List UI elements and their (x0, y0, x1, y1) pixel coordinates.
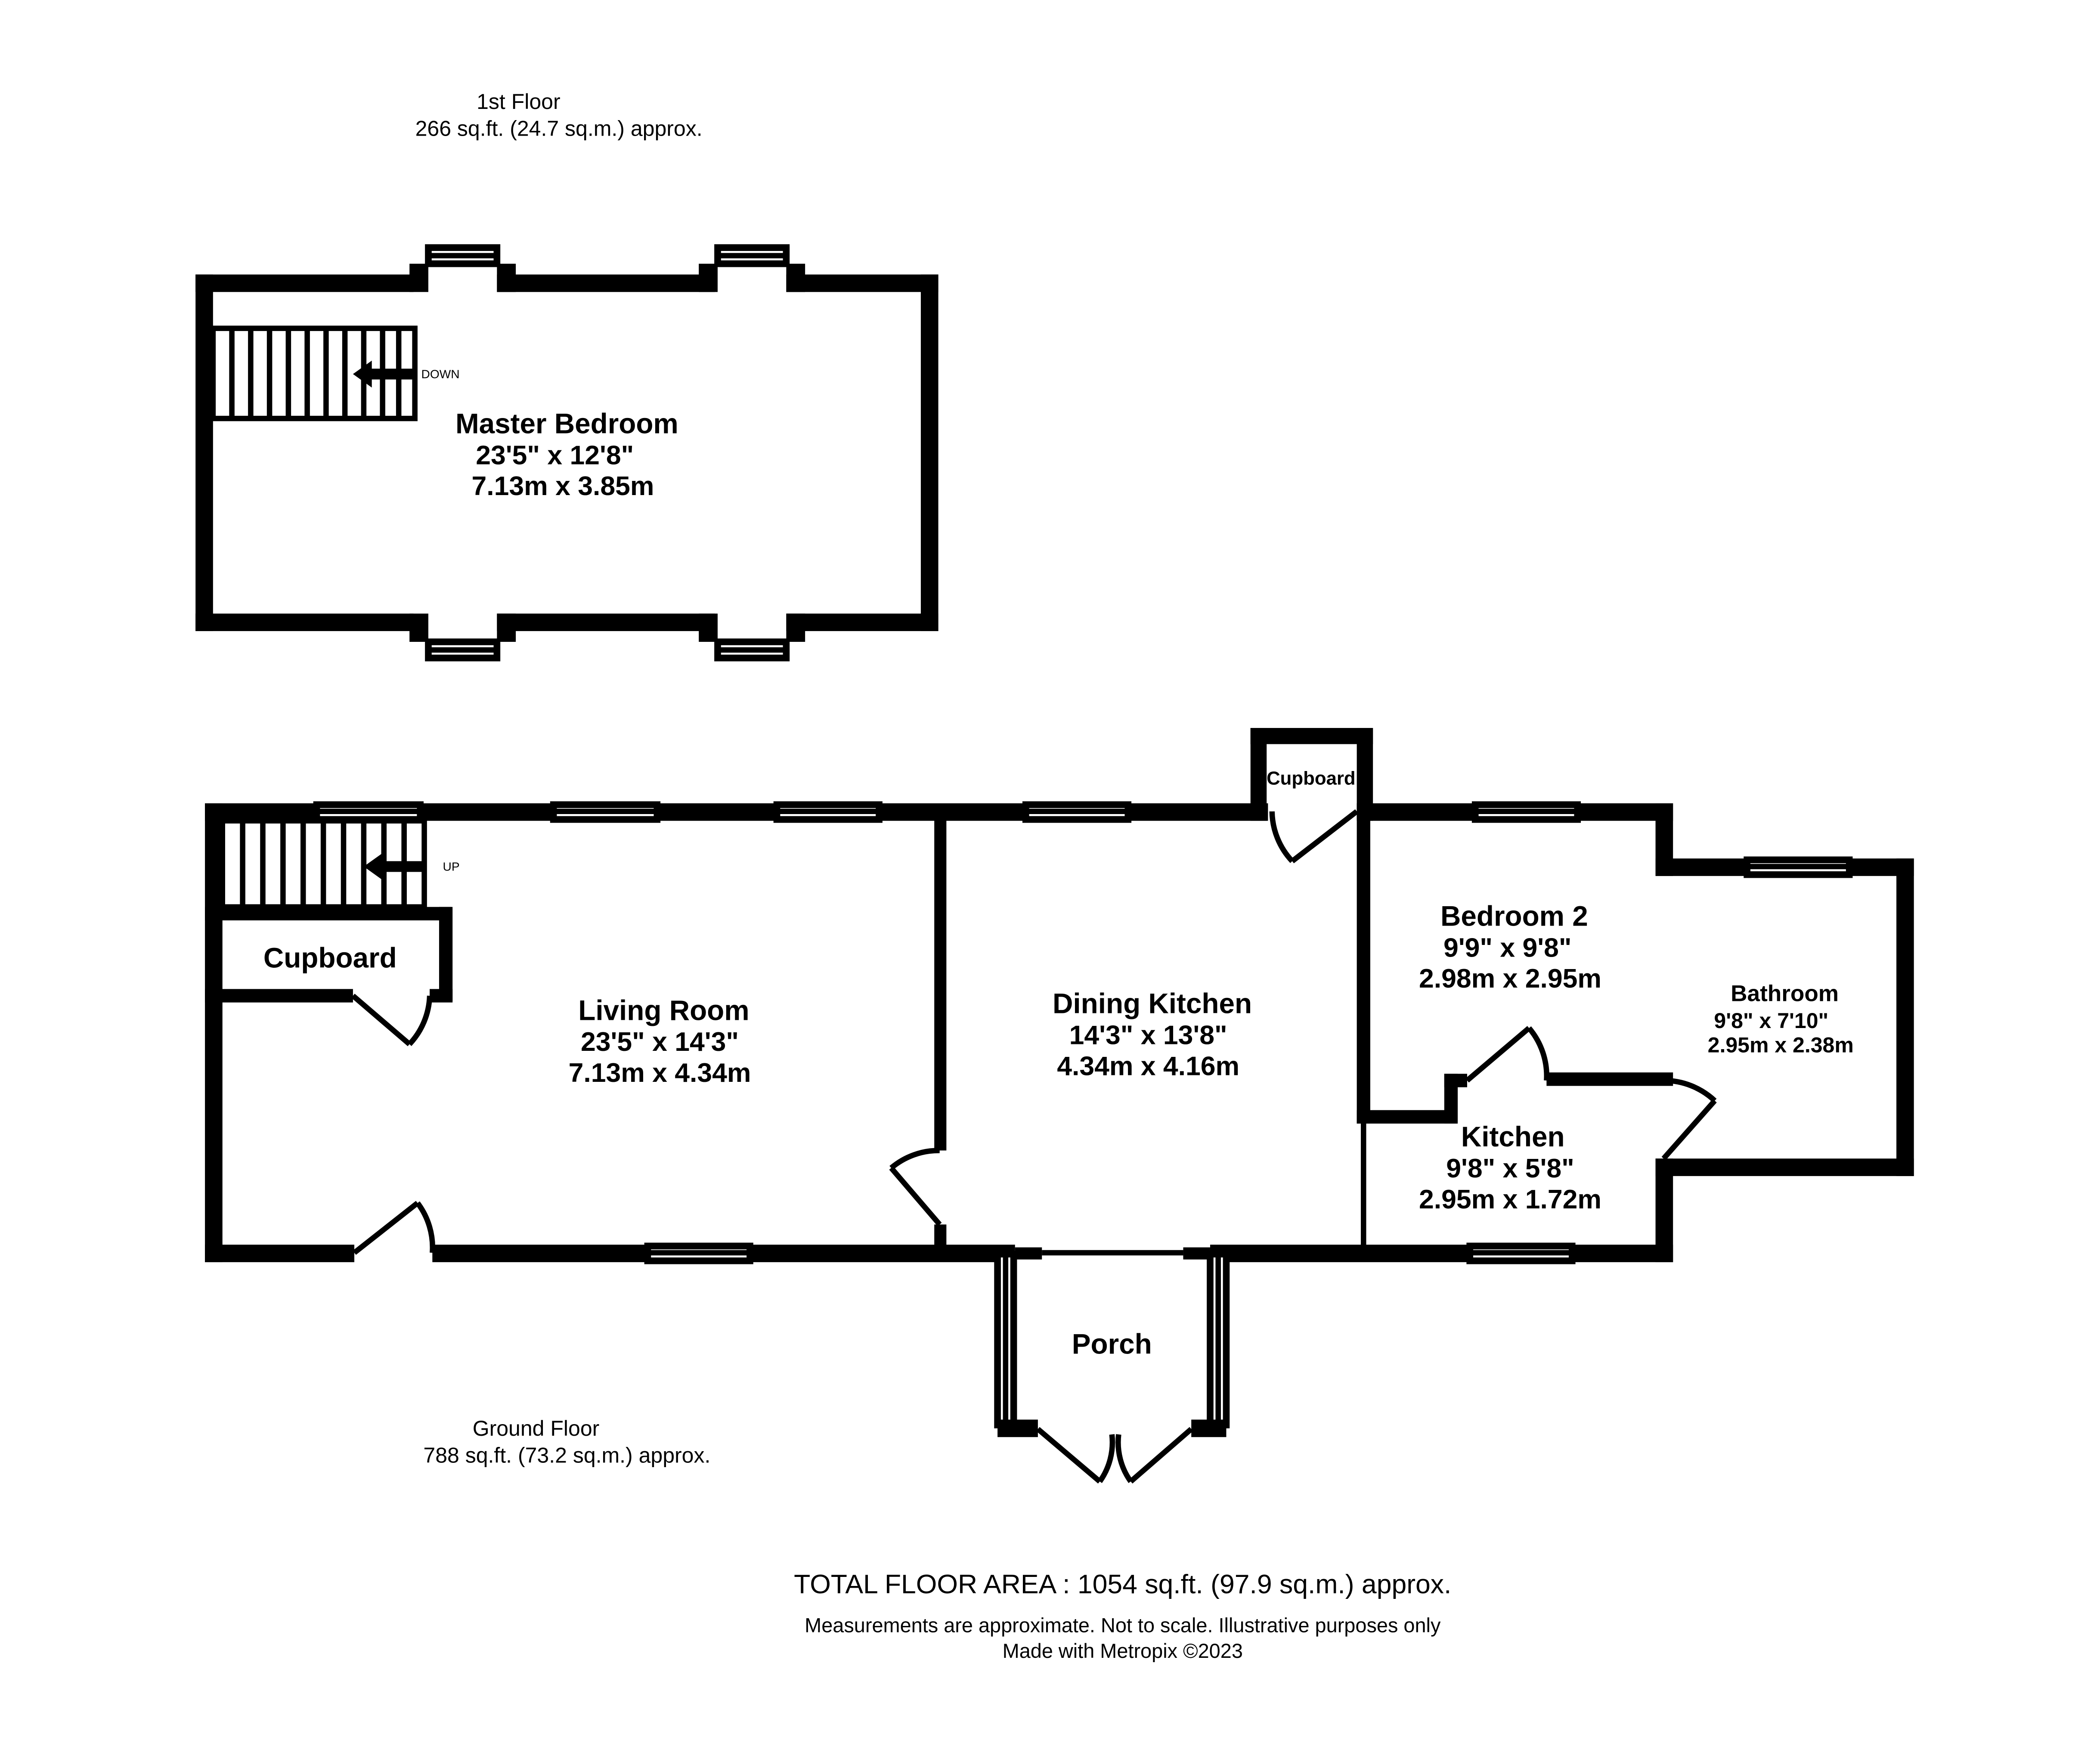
bedroom-2-metric: 2.98m x 2.95m (1419, 963, 1601, 994)
living-room-name: Living Room (578, 994, 749, 1026)
kitchen-imperial: 9'8" x 5'8" (1446, 1153, 1574, 1183)
dining-kitchen-imperial: 14'3" x 13'8" (1069, 1020, 1227, 1050)
disclaimer: Measurements are approximate. Not to sca… (805, 1614, 1441, 1636)
total-floor-area: TOTAL FLOOR AREA : 1054 sq.ft. (97.9 sq.… (794, 1569, 1451, 1599)
dining-kitchen-name: Dining Kitchen (1053, 988, 1252, 1019)
room-kitchen: Kitchen 9'8" x 5'8" 2.95m x 1.72m (1419, 1121, 1601, 1214)
first-floor-area: 266 sq.ft. (24.7 sq.m.) approx. (415, 117, 703, 141)
room-master-bedroom: Master Bedroom 23'5" x 12'8" 7.13m x 3.8… (455, 408, 678, 501)
ground-floor-windows (313, 801, 1853, 1264)
stairs-down-arrow-icon (353, 360, 415, 388)
first-floor-walls (195, 263, 938, 642)
living-room-imperial: 23'5" x 14'3" (581, 1027, 739, 1057)
stairs-up-arrow-icon (363, 853, 424, 880)
first-floor-stairs: DOWN (210, 325, 460, 421)
room-porch: Porch (1072, 1328, 1152, 1360)
porch (994, 1250, 1230, 1484)
room-cupboard-kitchen: Cupboard (1267, 768, 1356, 789)
living-room-metric: 7.13m x 4.34m (569, 1058, 751, 1088)
ground-floor-title: Ground Floor (473, 1416, 600, 1440)
bathroom-metric: 2.95m x 2.38m (1708, 1033, 1854, 1057)
ground-floor-stairs: UP (220, 818, 460, 910)
porch-name: Porch (1072, 1328, 1152, 1360)
room-cupboard-living: Cupboard (263, 942, 397, 973)
room-dining-kitchen: Dining Kitchen 14'3" x 13'8" 4.34m x 4.1… (1053, 988, 1252, 1081)
stairs-up-label: UP (443, 860, 460, 873)
bedroom-2-imperial: 9'9" x 9'8" (1443, 932, 1572, 963)
credit: Made with Metropix ©2023 (1003, 1640, 1243, 1662)
kitchen-name: Kitchen (1461, 1121, 1565, 1152)
dining-kitchen-metric: 4.34m x 4.16m (1057, 1051, 1239, 1081)
bathroom-name: Bathroom (1731, 981, 1839, 1006)
room-bedroom-2: Bedroom 2 9'9" x 9'8" 2.98m x 2.95m (1419, 900, 1601, 994)
room-bathroom: Bathroom 9'8" x 7'10" 2.95m x 2.38m (1708, 981, 1854, 1057)
bedroom-2-name: Bedroom 2 (1440, 900, 1588, 932)
room-living-room: Living Room 23'5" x 14'3" 7.13m x 4.34m (569, 994, 751, 1088)
first-floor-windows (425, 244, 790, 662)
kitchen-metric: 2.95m x 1.72m (1419, 1184, 1601, 1214)
cupboard-living-name: Cupboard (263, 942, 397, 973)
ground-floor-doors (351, 809, 1717, 1255)
master-bedroom-name: Master Bedroom (455, 408, 678, 439)
bathroom-imperial: 9'8" x 7'10" (1714, 1009, 1828, 1033)
master-bedroom-imperial: 23'5" x 12'8" (476, 440, 634, 470)
first-floor-title: 1st Floor (477, 90, 561, 114)
cupboard-kitchen-name: Cupboard (1267, 768, 1356, 789)
master-bedroom-metric: 7.13m x 3.85m (472, 471, 654, 501)
stairs-down-label: DOWN (421, 367, 460, 381)
ground-floor-area: 788 sq.ft. (73.2 sq.m.) approx. (423, 1443, 710, 1468)
